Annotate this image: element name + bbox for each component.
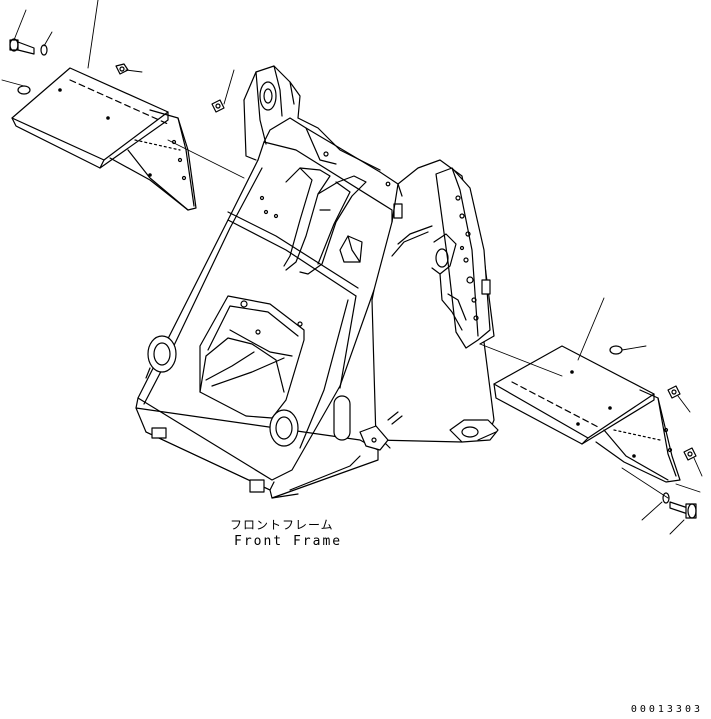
left-nut-upper xyxy=(116,64,128,74)
front-frame-label-jp: フロントフレーム xyxy=(230,518,334,532)
drawing-code: 00013303 xyxy=(630,704,703,715)
left-nut-lower xyxy=(212,100,224,112)
right-leader-lines xyxy=(480,298,702,534)
right-nut-upper xyxy=(668,386,680,398)
left-bolt xyxy=(10,39,34,54)
right-washer xyxy=(663,493,669,503)
left-cap xyxy=(18,86,30,94)
right-bolt xyxy=(670,502,696,518)
left-leader-lines xyxy=(2,0,244,178)
right-nut-lower xyxy=(684,448,696,460)
front-frame xyxy=(136,66,498,498)
right-cap xyxy=(610,346,622,354)
left-step-cover xyxy=(12,68,196,210)
front-frame-label-en: Front Frame xyxy=(234,534,343,549)
right-step-cover xyxy=(494,346,680,482)
left-washer xyxy=(41,45,47,55)
